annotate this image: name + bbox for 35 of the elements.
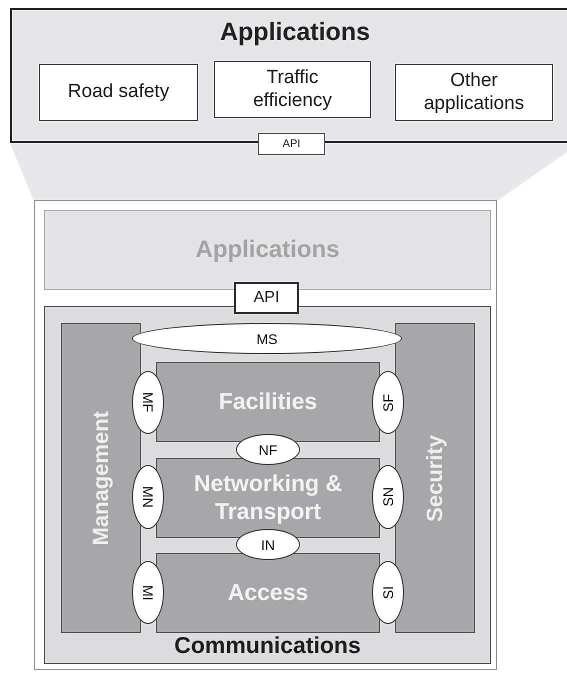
application-box [395,64,553,121]
layer-title: Networking & Transport [192,470,344,526]
api-box [258,133,325,155]
panel-title: Applications [220,18,370,47]
interface-label: MS [256,330,278,346]
vertical-layer [61,323,141,633]
layer-box [156,362,380,442]
application-box [39,64,198,121]
layer-title: Management [88,410,114,546]
interface-label: NF [258,442,278,458]
box-label: Road safety [68,81,170,104]
vertical-layer [395,323,475,633]
interface-label: IN [261,536,275,552]
panel-title: Communications [174,632,361,659]
layer-box [156,458,380,538]
layer-title: Facilities [218,388,318,416]
application-box [214,61,371,118]
box-label: Other applications [422,70,526,116]
communications-panel [44,306,491,664]
box-label: Traffic efficiency [252,66,333,112]
layer-title: Security [422,434,448,522]
interface-label: MI [140,584,156,600]
interface-label: MN [140,486,156,508]
interface-label: SF [380,394,396,412]
api-label: API [254,289,280,307]
station-box [34,200,497,670]
layer-title: Applications [195,236,340,264]
api-label: API [282,138,300,150]
interface-label: SN [380,487,396,507]
applications-layer [44,210,491,290]
layer-title: Access [228,579,308,607]
interface-label: MF [140,392,156,413]
layer-box [156,553,380,633]
interface-label: SI [380,586,396,600]
api-box [234,282,299,314]
